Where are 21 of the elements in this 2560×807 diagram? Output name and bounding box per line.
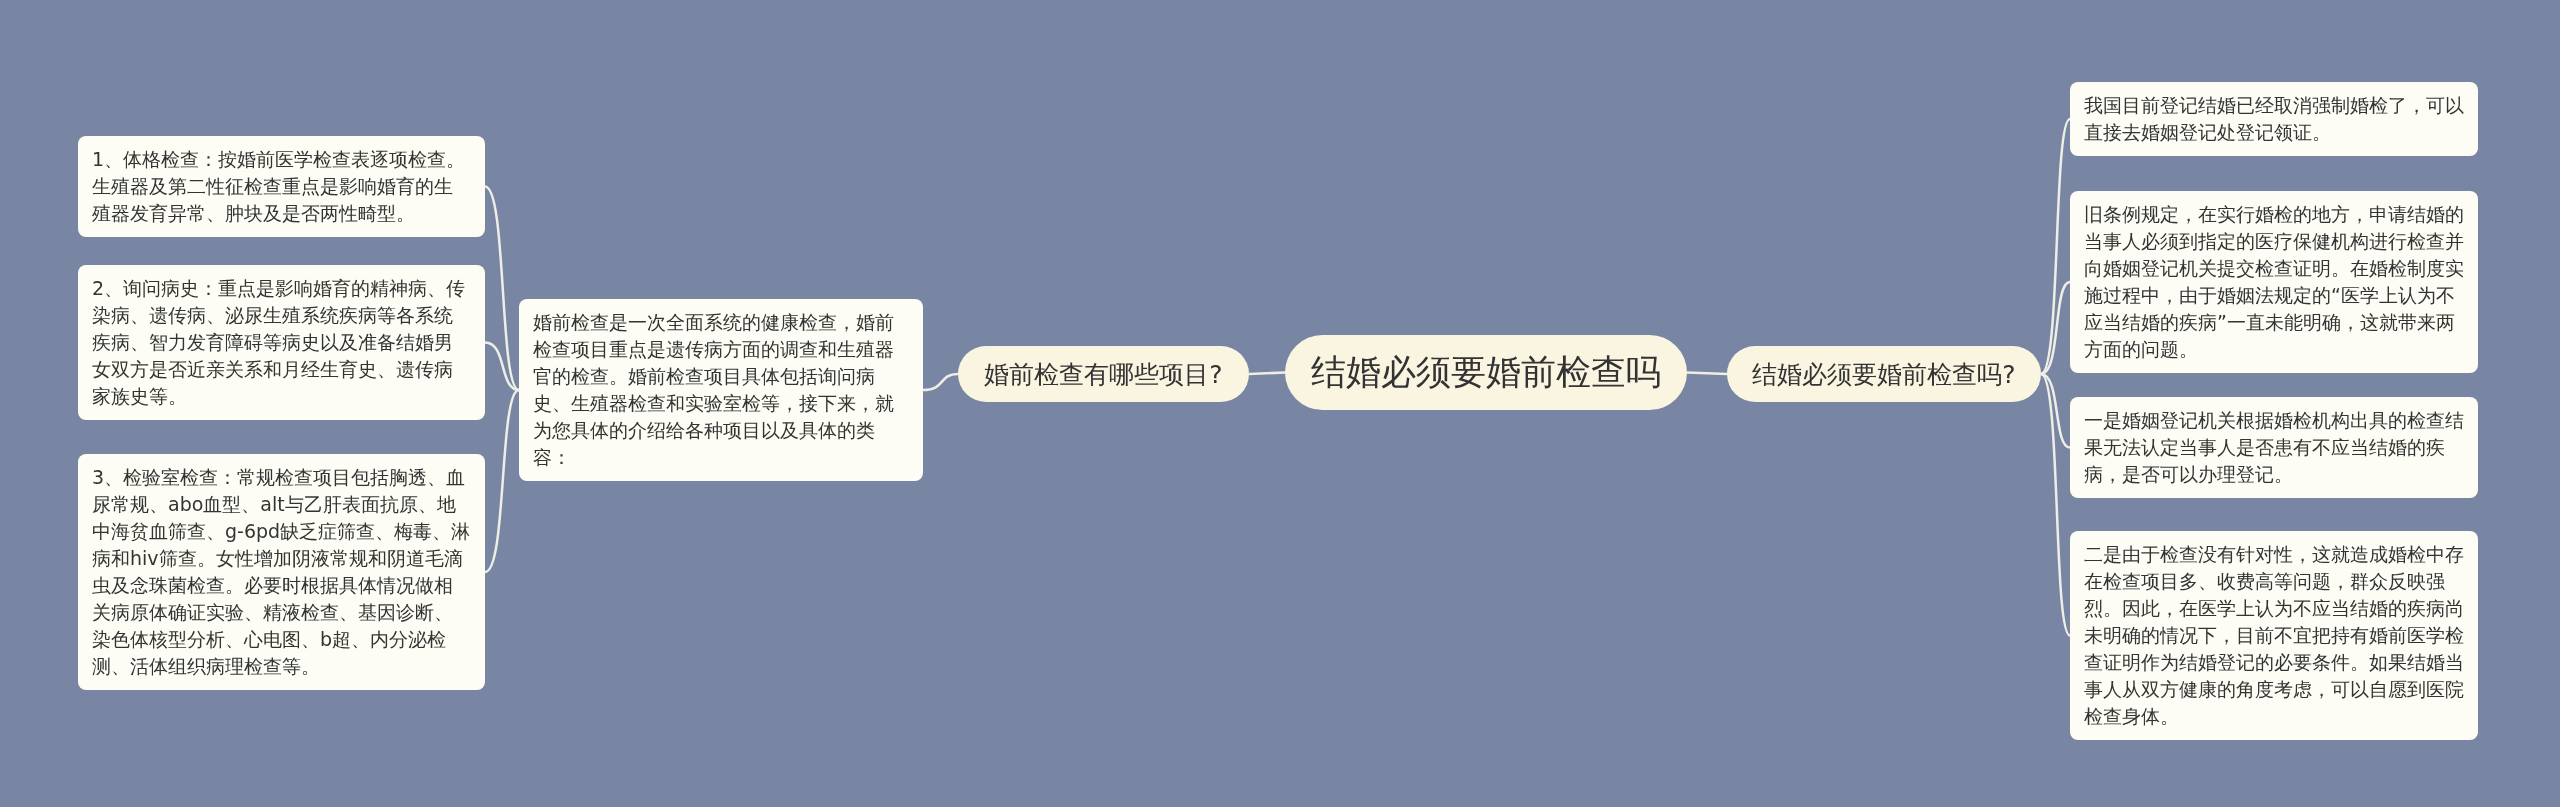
topic-bubble: 结婚必须要婚前检查吗 [1285, 335, 1687, 410]
connector-line [922, 372, 959, 392]
text-card: 婚前检查是一次全面系统的健康检查，婚前检查项目重点是遗传病方面的调查和生殖器官的检查。婚前检查项目具体包括询问病史、生殖器检查和实验室检等，接下来，就为您具体的介绍给各种项目以及具体的类容： [519, 299, 923, 481]
text-card: 我国目前登记结婚已经取消强制婚检了，可以直接去婚姻登记处登记领证。 [2070, 82, 2478, 156]
connector-line [484, 389, 520, 573]
connector-line [2040, 118, 2071, 375]
connector-line [484, 341, 520, 392]
connector-line [2040, 373, 2071, 637]
text-card: 一是婚姻登记机关根据婚检机构出具的检查结果无法认定当事人是否患有不应当结婚的疾病，是否可以办理登记。 [2070, 397, 2478, 498]
text-card: 1、体格检查：按婚前医学检查表逐项检查。生殖器及第二性征检查重点是影响婚育的生殖器发育异常、肿块及是否两性畸型。 [78, 136, 485, 237]
text-card: 旧条例规定，在实行婚检的地方，申请结婚的当事人必须到指定的医疗保健机构进行检查并向婚姻登记机关提交检查证明。在婚检制度实施过程中，由于婚姻法规定的“医学上认为不应当结婚的疾病”一直未能明确，这就带来两方面的问题。 [2070, 191, 2478, 373]
text-card: 二是由于检查没有针对性，这就造成婚检中存在检查项目多、收费高等问题，群众反映强烈。因此，在医学上认为不应当结婚的疾病尚未明确的情况下，目前不宜把持有婚前医学检查证明作为结婚登记的必要条件。如果结婚当事人从双方健康的角度考虑，可以自愿到医院检查身体。 [2070, 531, 2478, 740]
connector-line [2040, 280, 2071, 376]
branch-bubble: 结婚必须要婚前检查吗? [1727, 346, 2041, 402]
branch-bubble: 婚前检查有哪些项目? [958, 346, 1249, 402]
connector-line [1248, 371, 1286, 376]
connector-line [484, 185, 520, 391]
text-card: 3、检验室检查：常规检查项目包括胸透、血尿常规、abo血型、alt与乙肝表面抗原、地中海贫血筛查、g-6pd缺乏症筛查、梅毒、淋病和hiv筛查。女性增加阴液常规和阴道毛滴虫及念珠菌检查。必要时根据具体情况做相关病原体确证实验、精液检查、基因诊断、染色体核型分析、心电图、b超、内分泌检测、活体组织病理检查等。 [78, 454, 485, 690]
connector-line [2040, 372, 2071, 449]
text-card: 2、询问病史：重点是影响婚育的精神病、传染病、遗传病、泌尿生殖系统疾病等各系统疾病、智力发育障碍等病史以及准备结婚男女双方是否近亲关系和月经生育史、遗传病家族史等。 [78, 265, 485, 420]
connector-line [1686, 371, 1728, 376]
